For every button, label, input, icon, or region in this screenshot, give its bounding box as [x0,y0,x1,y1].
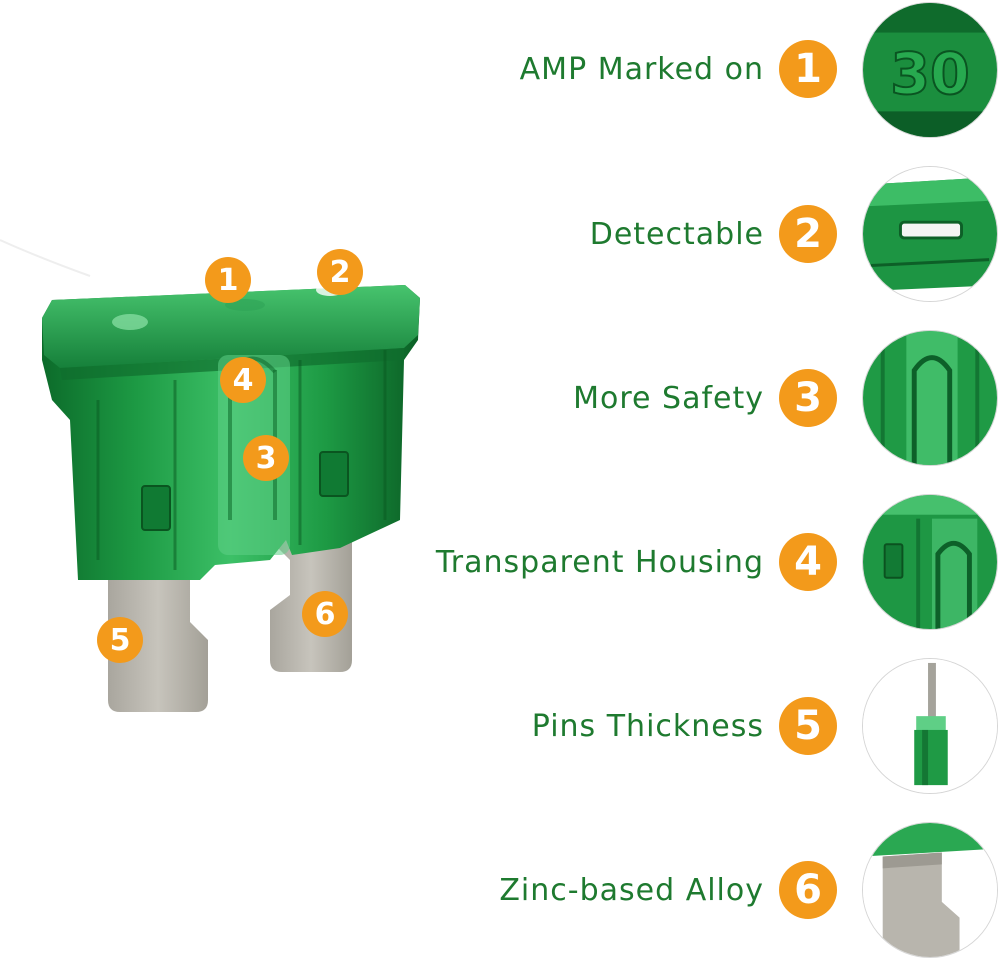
fuse-callout-6: 6 [302,591,348,637]
amp-marking-closeup-icon: 30 [862,2,998,138]
pin-closeup-icon [862,822,998,958]
feature-number-badge: 4 [779,533,837,591]
feature-number-badge: 1 [779,40,837,98]
feature-label: Zinc-based Alloy [499,873,764,908]
feature-label: Detectable [589,217,764,252]
feature-label: More Safety [573,381,764,416]
amp-rating-text: 30 [890,42,970,108]
fuse-callout-2: 2 [317,249,363,295]
feature-number-badge: 2 [779,205,837,263]
fuse-callout-4: 4 [220,357,266,403]
housing-closeup-icon [862,494,998,630]
test-point-closeup-icon [862,166,998,302]
fuse-pin-left [108,560,208,712]
feature-label: Transparent Housing [435,545,764,580]
fuse-element-closeup-icon [862,330,998,466]
pin-side-view-icon [862,658,998,794]
feature-number-badge: 6 [779,861,837,919]
fuse-callout-3: 3 [243,435,289,481]
fuse-callout-5: 5 [97,617,143,663]
fuse-callout-1: 1 [205,257,251,303]
feature-label: Pins Thickness [531,709,764,744]
feature-number-badge: 5 [779,697,837,755]
feature-number-badge: 3 [779,369,837,427]
feature-label: AMP Marked on [519,52,764,87]
